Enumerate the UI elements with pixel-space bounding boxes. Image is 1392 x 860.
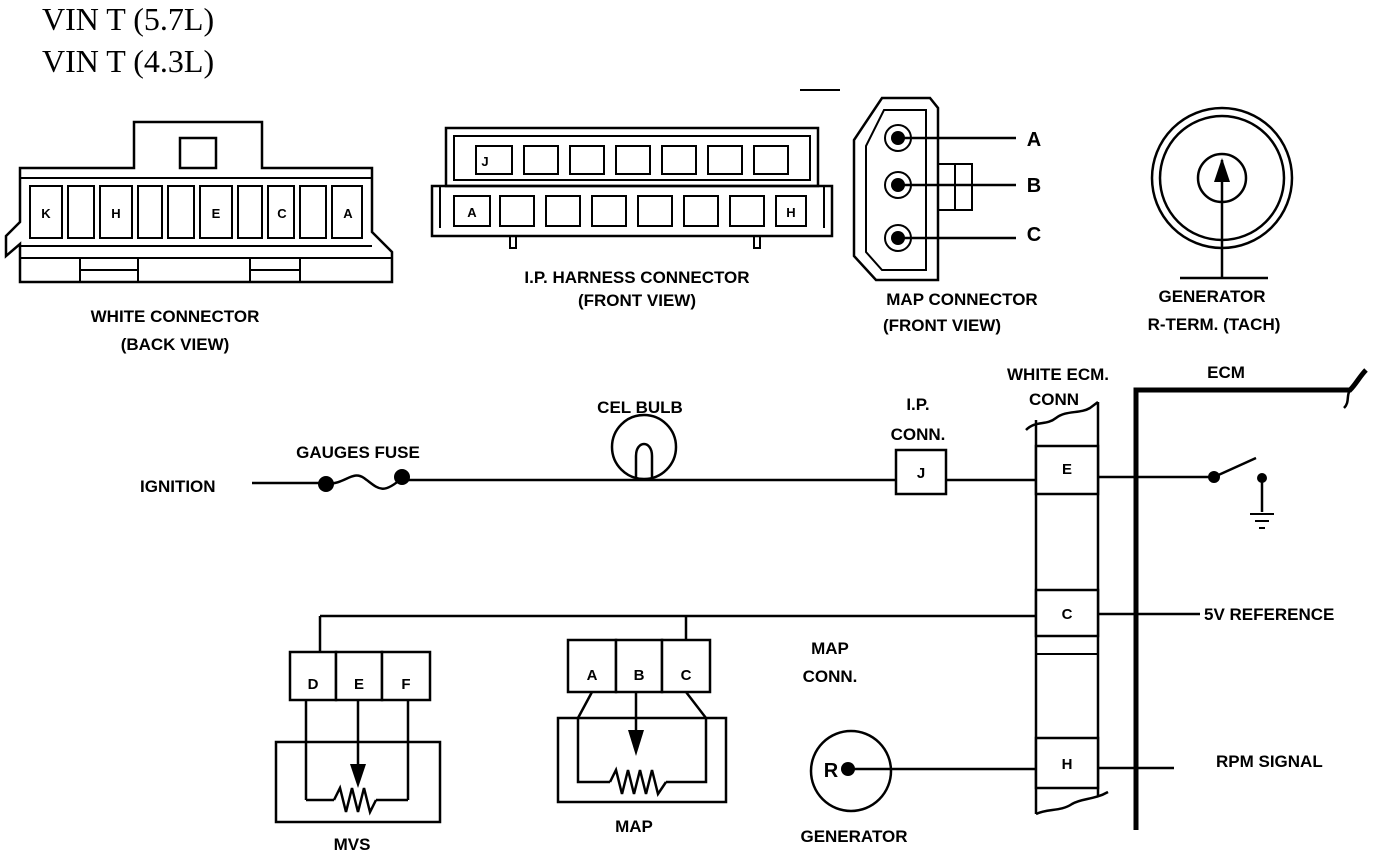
ip-harness-pin-a: A <box>467 205 477 220</box>
mvs-pin-e: E <box>354 676 364 693</box>
ip-harness-pin-j: J <box>481 154 488 169</box>
white-connector-view-label: (BACK VIEW) <box>121 335 230 354</box>
ip-harness-connector-drawing: J A H <box>430 126 834 249</box>
ip-conn-label-1: I.P. <box>906 395 929 414</box>
map-potentiometer-symbol <box>556 691 728 804</box>
mvs-connector <box>288 650 432 702</box>
title-line-2: VIN T (4.3L) <box>42 43 214 79</box>
ecm-switch <box>1213 456 1257 479</box>
ip-conn-box <box>894 448 948 496</box>
ecm-block <box>1133 368 1368 830</box>
gauges-fuse-symbol <box>325 474 403 490</box>
generator-symbol <box>809 729 1036 813</box>
white-ecm-conn-body <box>1025 401 1109 816</box>
ip-harness-top-row <box>475 145 789 175</box>
ecm-conn-pin-h: H <box>1062 756 1073 773</box>
map-conn-label-2: CONN. <box>803 667 858 686</box>
generator-tach-label: GENERATOR <box>1158 287 1265 306</box>
map-sensor-label: MAP <box>615 817 653 836</box>
white-ecm-conn-label-1: WHITE ECM. <box>1007 365 1109 384</box>
ip-harness-bottom-row <box>453 195 807 227</box>
white-conn-pin-k: K <box>41 206 51 221</box>
map-connector-label: MAP CONNECTOR <box>886 290 1037 309</box>
ecm-label: ECM <box>1207 363 1245 382</box>
cel-bulb-symbol <box>610 413 678 481</box>
white-connector-cavities <box>29 185 363 239</box>
gauges-fuse-label: GAUGES FUSE <box>296 443 420 462</box>
ecm-conn-pin-e: E <box>1062 461 1072 478</box>
title-line-1: VIN T (5.7L) <box>42 1 214 37</box>
mvs-label: MVS <box>334 835 371 854</box>
map-conn-pin-a: A <box>1027 129 1041 151</box>
ip-harness-connector-label: I.P. HARNESS CONNECTOR <box>524 268 749 287</box>
white-conn-pin-e: E <box>212 206 221 221</box>
map-conn-pin-b: B <box>1027 175 1041 197</box>
map-connector-view-label: (FRONT VIEW) <box>883 316 1001 335</box>
fuse-terminal-right <box>394 469 410 485</box>
white-conn-pin-c: C <box>277 206 287 221</box>
white-ecm-conn-label-2: CONN <box>1029 390 1079 409</box>
map-sensor-pin-b: B <box>634 667 645 684</box>
ip-conn-label-2: CONN. <box>891 425 946 444</box>
white-connector-drawing: K H E C A <box>4 120 394 284</box>
map-sensor-pin-a: A <box>587 667 598 684</box>
ip-harness-connector-view-label: (FRONT VIEW) <box>578 291 696 310</box>
map-sensor-connector <box>566 638 712 694</box>
map-connector-drawing <box>800 89 1016 282</box>
cel-bulb-label: CEL BULB <box>597 398 683 417</box>
ip-harness-pin-h: H <box>786 205 795 220</box>
generator-terminal-r: R <box>824 760 839 782</box>
white-conn-pin-a: A <box>343 206 353 221</box>
ecm-conn-pin-c: C <box>1062 606 1073 623</box>
generator-tach-terminal-drawing <box>1150 106 1294 280</box>
map-sensor-pin-c: C <box>681 667 692 684</box>
map-conn-pin-c: C <box>1027 224 1041 246</box>
generator-label: GENERATOR <box>800 827 907 846</box>
mvs-pin-f: F <box>401 676 410 693</box>
white-connector-label: WHITE CONNECTOR <box>91 307 260 326</box>
ref-5v-label: 5V REFERENCE <box>1204 605 1334 624</box>
ground-icon <box>1250 513 1274 529</box>
rpm-signal-label: RPM SIGNAL <box>1216 752 1323 771</box>
map-conn-label-1: MAP <box>811 639 849 658</box>
ignition-label: IGNITION <box>140 477 216 496</box>
mvs-pin-d: D <box>308 676 319 693</box>
white-conn-pin-h: H <box>111 206 120 221</box>
ip-conn-pin-j: J <box>917 465 925 482</box>
generator-tach-terminal-label: R-TERM. (TACH) <box>1148 315 1281 334</box>
mvs-potentiometer-symbol <box>274 700 442 824</box>
